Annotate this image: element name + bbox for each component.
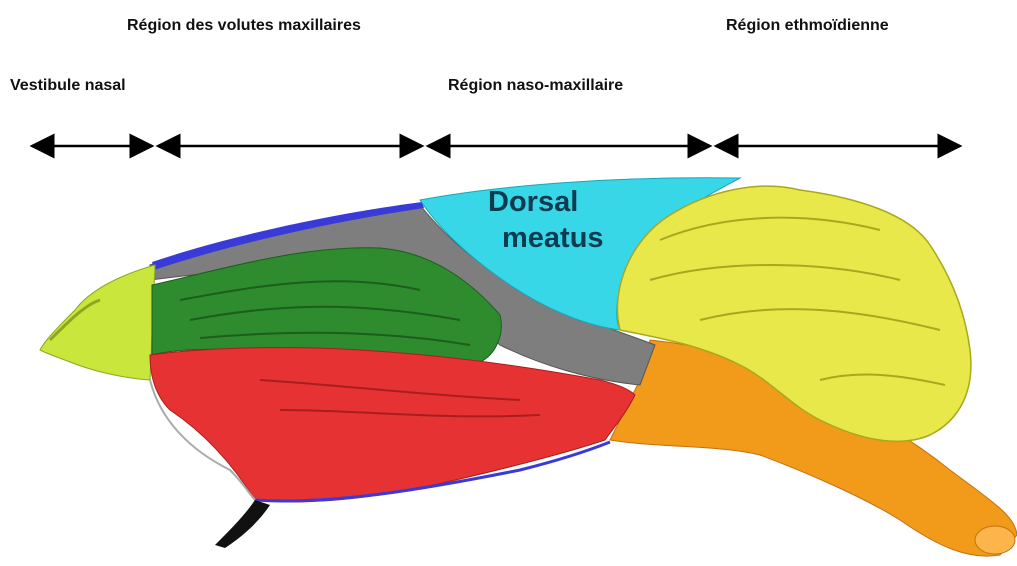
region-arrows <box>0 130 1017 160</box>
region-label-ethmoidienne: Région ethmoïdienne <box>726 17 889 35</box>
dorsal-meatus-label-line2: meatus <box>502 222 604 254</box>
region-label-volutes-maxillaires: Région des volutes maxillaires <box>127 17 361 35</box>
vestibule-region <box>40 265 155 380</box>
nasal-cavity-model <box>0 160 1017 566</box>
dorsal-meatus-label-line1: Dorsal <box>488 186 578 218</box>
region-label-naso-maxillaire: Région naso-maxillaire <box>448 77 623 95</box>
maxillary-red-region <box>150 348 635 502</box>
lower-tip <box>215 500 270 548</box>
region-label-vestibule-nasal: Vestibule nasal <box>10 77 126 95</box>
